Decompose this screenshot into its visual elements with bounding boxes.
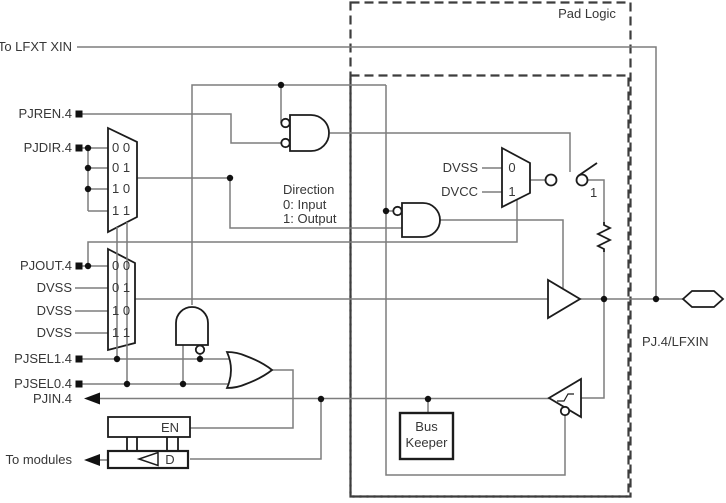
switch-closed-label: 1 [590,185,597,200]
pull-mux-dvss-label: DVSS [443,160,479,175]
pad-hexagon [681,290,725,308]
select-and-body [175,306,209,346]
schmitt-hysteresis-icon [557,393,574,402]
output-mux-row-11: 1 1 [112,325,130,340]
signal-squares [75,110,83,388]
to-modules-arrow [84,454,100,466]
latch-en-label: EN [161,420,179,435]
nand2-body [401,202,441,238]
direction-mux-row-11: 1 1 [112,203,130,218]
label-dvss-01: DVSS [37,280,73,295]
nand1-bubble-top [280,117,291,129]
direction-override-and-gate [392,202,441,238]
input-latch [106,416,191,470]
label-pjin: PJIN.4 [33,391,72,406]
output-mux-row-00: 0 0 [112,258,130,273]
select-loop-wire [385,85,566,476]
select-bus-wire [191,84,386,305]
direction-note-title: Direction [283,182,334,197]
pad-logic-inner-boundary [349,74,630,498]
pull-enable-nand-gate [280,114,330,152]
pull-resistor [595,222,613,252]
switch-contact-left [544,173,558,187]
output-mux-row-01: 0 1 [112,280,130,295]
lfxt-xin-wire [77,46,657,299]
pjdir-input-stubs [82,147,108,212]
pad-logic-title: Pad Logic [558,6,616,21]
output-buffer [547,278,582,320]
pjin-arrow [84,392,100,405]
label-pjout: PJOUT.4 [20,258,72,273]
latch-en-box [107,416,191,438]
select-and-bubble [194,344,206,355]
direction-note-input: 0: Input [283,197,327,212]
pjren-pin-square [75,110,83,118]
port-select-or-gate [225,351,274,389]
bus-keeper-line1: Bus [415,419,438,434]
label-dvss-10: DVSS [37,303,73,318]
output-mux [107,247,136,352]
pull-select-wire [87,200,518,266]
label-pjsel0: PJSEL0.4 [14,376,72,391]
pjren-wire [82,113,281,144]
latch-enable-wire [190,369,294,429]
direction-mux [107,126,138,234]
latch-data-wire [190,399,322,460]
pjdir-pin-square [75,144,83,152]
pjout-pin-square [75,262,83,270]
pull-mux-sel0: 0 [508,160,515,175]
label-dvss-11: DVSS [37,325,73,340]
pull-enable-switch [544,162,598,187]
latch-d-label: D [165,452,174,467]
pjsel1-pin-square [75,355,83,363]
label-pjren: PJREN.4 [19,106,72,121]
label-pjsel1: PJSEL1.4 [14,351,72,366]
direction-mux-row-00: 0 0 [112,140,130,155]
port-select-and-gate [175,306,209,355]
label-to-modules: To modules [6,452,73,467]
pull-select-mux [501,146,531,209]
schmitt-enable-bubble [559,405,571,417]
pull-mux-dvcc-label: DVCC [441,184,478,199]
switch-lever [577,162,598,177]
label-to-lfxt-xin: To LFXT XIN [0,39,72,54]
pjsel0-pin-square [75,380,83,388]
nand1-bubble-bottom [280,137,291,149]
output-mux-row-10: 1 0 [112,303,130,318]
pjout-input-stubs [75,265,108,334]
nand2-bubble [392,205,403,217]
direction-mux-row-10: 1 0 [112,181,130,196]
pull-mux-input-stubs [482,167,502,193]
direction-mux-row-01: 0 1 [112,160,130,175]
nand1-body [289,114,330,152]
input-schmitt-buffer [547,377,582,419]
direction-note-output: 1: Output [283,211,337,226]
output-enable-wire [440,219,564,288]
pad-logic-outer-boundary [349,1,632,498]
mux-select-lines [116,222,128,384]
direction-wire [137,177,402,229]
junction-dots [84,81,660,403]
schmitt-input-wire [581,299,605,399]
latch-clock-triangle-icon [136,451,159,467]
bus-keeper-line2: Keeper [406,435,449,450]
pin-name-label: PJ.4/LFXIN [642,334,708,349]
pull-enable-wire [330,132,571,172]
pull-mux-sel1: 1 [508,184,515,199]
latch-connectors [126,437,179,451]
label-pjdir: PJDIR.4 [24,140,72,155]
switch-contact-right [575,173,589,187]
bus-keeper-box [398,411,455,461]
wires [75,46,683,476]
resistor-wire [588,179,605,299]
